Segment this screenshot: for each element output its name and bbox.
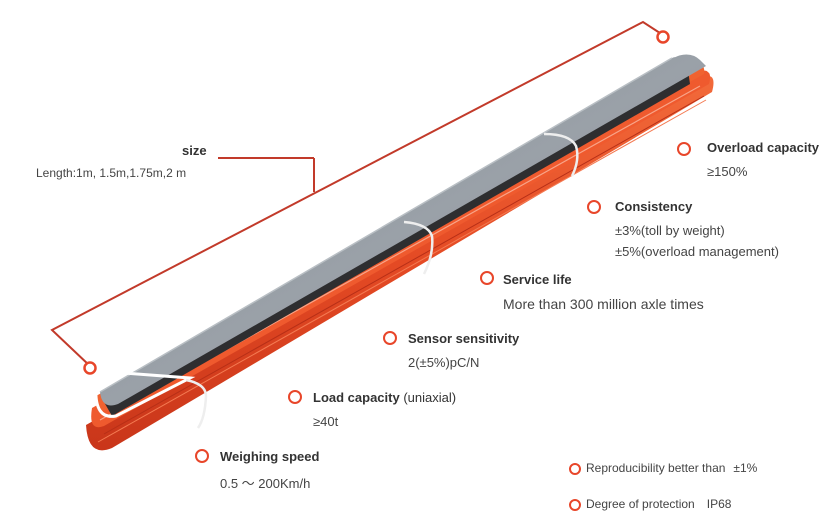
spec-title: Overload capacity (707, 140, 819, 155)
spec-weighing-speed: Weighing speed 0.5 ～ 200Km/h (220, 449, 319, 492)
spec-value: 0.5 ～ 200Km/h (220, 476, 311, 491)
spec-value: ≥40t (313, 414, 339, 429)
note-protection: Degree of protection IP68 (586, 497, 731, 511)
bracket-end-marker (83, 361, 97, 375)
bracket-end-marker (656, 30, 670, 44)
load-capacity-marker-icon (288, 390, 302, 404)
size-value: Length:1m, 1.5m,1.75m,2 m (36, 166, 187, 180)
spec-consistency: Consistency ±3%(toll by weight) ±5%(over… (615, 199, 779, 259)
spec-title: Consistency (615, 199, 693, 214)
note-value: IP68 (706, 497, 732, 511)
protection-marker-icon (569, 499, 581, 511)
spec-service-life: Service life More than 300 million axle … (503, 272, 704, 312)
spec-title: Service life (503, 272, 572, 287)
reproducibility-marker-icon (569, 463, 581, 475)
note-value: ±1% (733, 461, 758, 475)
note-label: Reproducibility better than (586, 461, 726, 475)
sensor-sensitivity-marker-icon (383, 331, 397, 345)
spec-title: Weighing speed (220, 449, 320, 464)
overload-capacity-marker-icon (677, 142, 691, 156)
spec-value: More than 300 million axle times (503, 296, 704, 312)
spec-sensor-sensitivity: Sensor sensitivity 2(±5%)pC/N (408, 331, 519, 370)
size-bracket (50, 20, 664, 367)
spec-value: ±3%(toll by weight) (615, 223, 725, 238)
note-label: Degree of protection (586, 497, 695, 511)
service-life-marker-icon (480, 271, 494, 285)
spec-title: Sensor sensitivity (408, 331, 520, 346)
size-spec: size Length:1m, 1.5m,1.75m,2 m (36, 143, 207, 180)
spec-title-sub: (uniaxial) (403, 390, 457, 405)
weighing-speed-marker-icon (195, 449, 209, 463)
spec-value: ±5%(overload management) (615, 244, 779, 259)
size-title: size (182, 143, 207, 158)
consistency-marker-icon (587, 200, 601, 214)
sensor-body (86, 50, 714, 451)
spec-title: Load capacity (313, 390, 400, 405)
spec-overload-capacity: Overload capacity ≥150% (707, 140, 819, 179)
spec-load-capacity: Load capacity (uniaxial) ≥40t (313, 390, 456, 429)
spec-value: ≥150% (707, 164, 748, 179)
note-reproducibility: Reproducibility better than ±1% (586, 461, 757, 475)
spec-value: 2(±5%)pC/N (408, 355, 480, 370)
